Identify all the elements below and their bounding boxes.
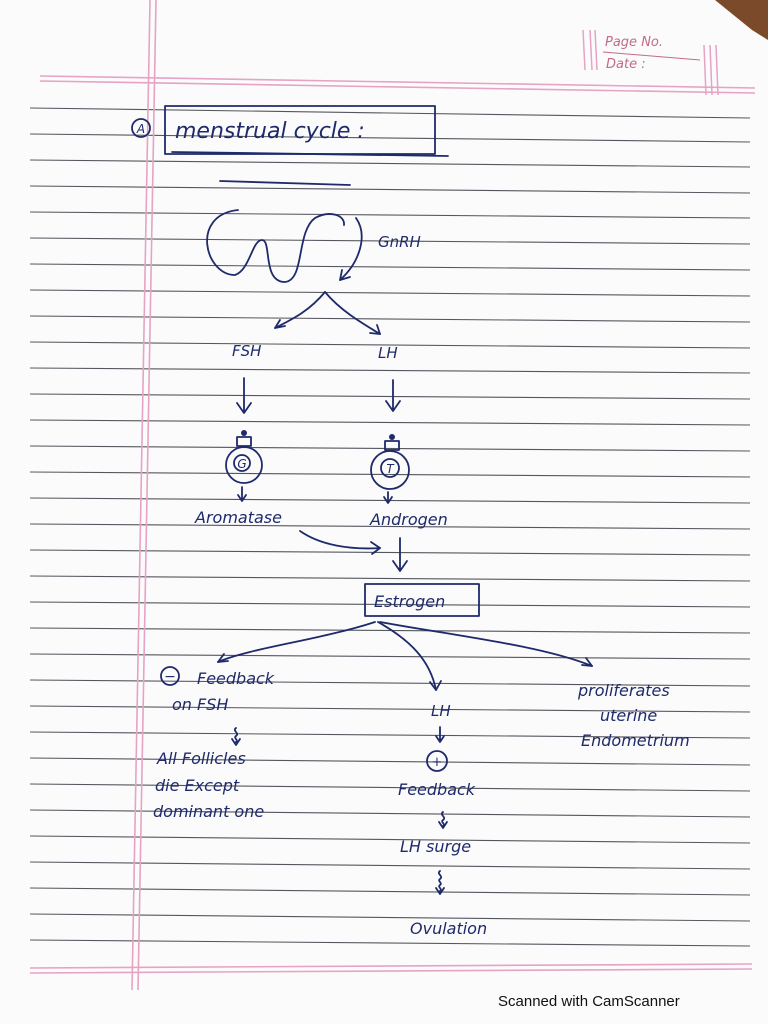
prolif-line1: proliferates bbox=[577, 681, 670, 700]
proliferation-branch: proliferates uterine Endometrium bbox=[577, 681, 690, 750]
estrogen-label: Estrogen bbox=[374, 592, 445, 611]
title-block: A menstrual cycle : bbox=[131, 105, 449, 186]
neg-feedback-line1: Feedback bbox=[197, 669, 275, 688]
granulosa-cell: G bbox=[225, 430, 263, 502]
down-arrows-1 bbox=[236, 377, 401, 414]
negative-feedback-branch: − Feedback on FSH All Follicles die Exce… bbox=[153, 666, 275, 821]
positive-sign: + bbox=[432, 755, 443, 770]
gnrh-label: GnRH bbox=[378, 233, 421, 251]
prolif-line3: Endometrium bbox=[581, 731, 690, 750]
estrogen-box: Estrogen bbox=[364, 583, 480, 617]
neg-feedback-line2: on FSH bbox=[172, 695, 228, 714]
ovulation-label: Ovulation bbox=[410, 919, 487, 938]
negative-sign: − bbox=[164, 669, 176, 685]
margin-lines bbox=[29, 0, 756, 991]
scanner-watermark: Scanned with CamScanner bbox=[498, 993, 680, 1010]
fsh-label: FSH bbox=[232, 342, 261, 360]
prolif-line2: uterine bbox=[600, 706, 657, 725]
cell-g-label: G bbox=[237, 457, 246, 471]
title-bullet: A bbox=[136, 122, 145, 136]
androgen-label: Androgen bbox=[369, 510, 448, 529]
fork-arrows bbox=[274, 291, 381, 335]
aromatase-label: Aromatase bbox=[194, 508, 282, 527]
lh-surge-label: LH surge bbox=[400, 837, 471, 856]
lh2-label: LH bbox=[431, 702, 451, 720]
follicles-line2: die Except bbox=[155, 776, 240, 795]
theca-cell: T bbox=[370, 434, 410, 504]
pos-feedback-label: Feedback bbox=[398, 780, 476, 799]
aromatase-to-estrogen-arrows bbox=[299, 530, 408, 572]
follicles-line1: All Follicles bbox=[156, 749, 246, 768]
lh-label: LH bbox=[378, 344, 398, 362]
follicles-line3: dominant one bbox=[153, 802, 264, 821]
lh-positive-feedback-branch: LH + Feedback LH surge Ovulation bbox=[398, 702, 487, 938]
cell-t-label: T bbox=[386, 462, 395, 476]
estrogen-branches bbox=[217, 621, 593, 691]
title-text: menstrual cycle : bbox=[175, 119, 365, 144]
page-number-box: Page No. Date : bbox=[582, 29, 719, 96]
date-label: Date : bbox=[606, 57, 646, 72]
hypothalamus-pituitary-drawing: GnRH bbox=[206, 209, 421, 283]
page-no-label: Page No. bbox=[605, 35, 663, 50]
